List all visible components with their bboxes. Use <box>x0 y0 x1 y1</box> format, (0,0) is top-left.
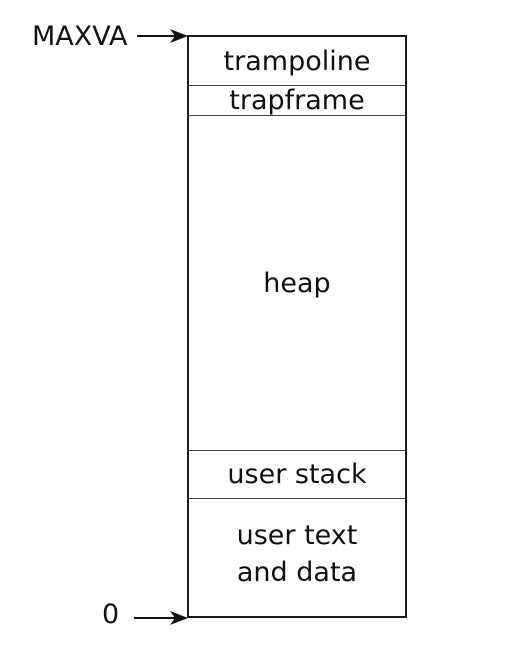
memory-layout-box: trampoline trapframe heap user stack use… <box>187 35 407 618</box>
maxva-label: MAXVA <box>32 21 128 52</box>
trampoline-region: trampoline <box>189 37 405 86</box>
user-stack-region: user stack <box>189 451 405 499</box>
trapframe-region: trapframe <box>189 85 405 116</box>
user-text-and-data-region: user text and data <box>236 519 358 588</box>
zero-arrow <box>134 611 188 625</box>
heap-region: heap <box>189 116 405 451</box>
maxva-arrow <box>137 29 188 43</box>
zero-label: 0 <box>102 599 120 630</box>
